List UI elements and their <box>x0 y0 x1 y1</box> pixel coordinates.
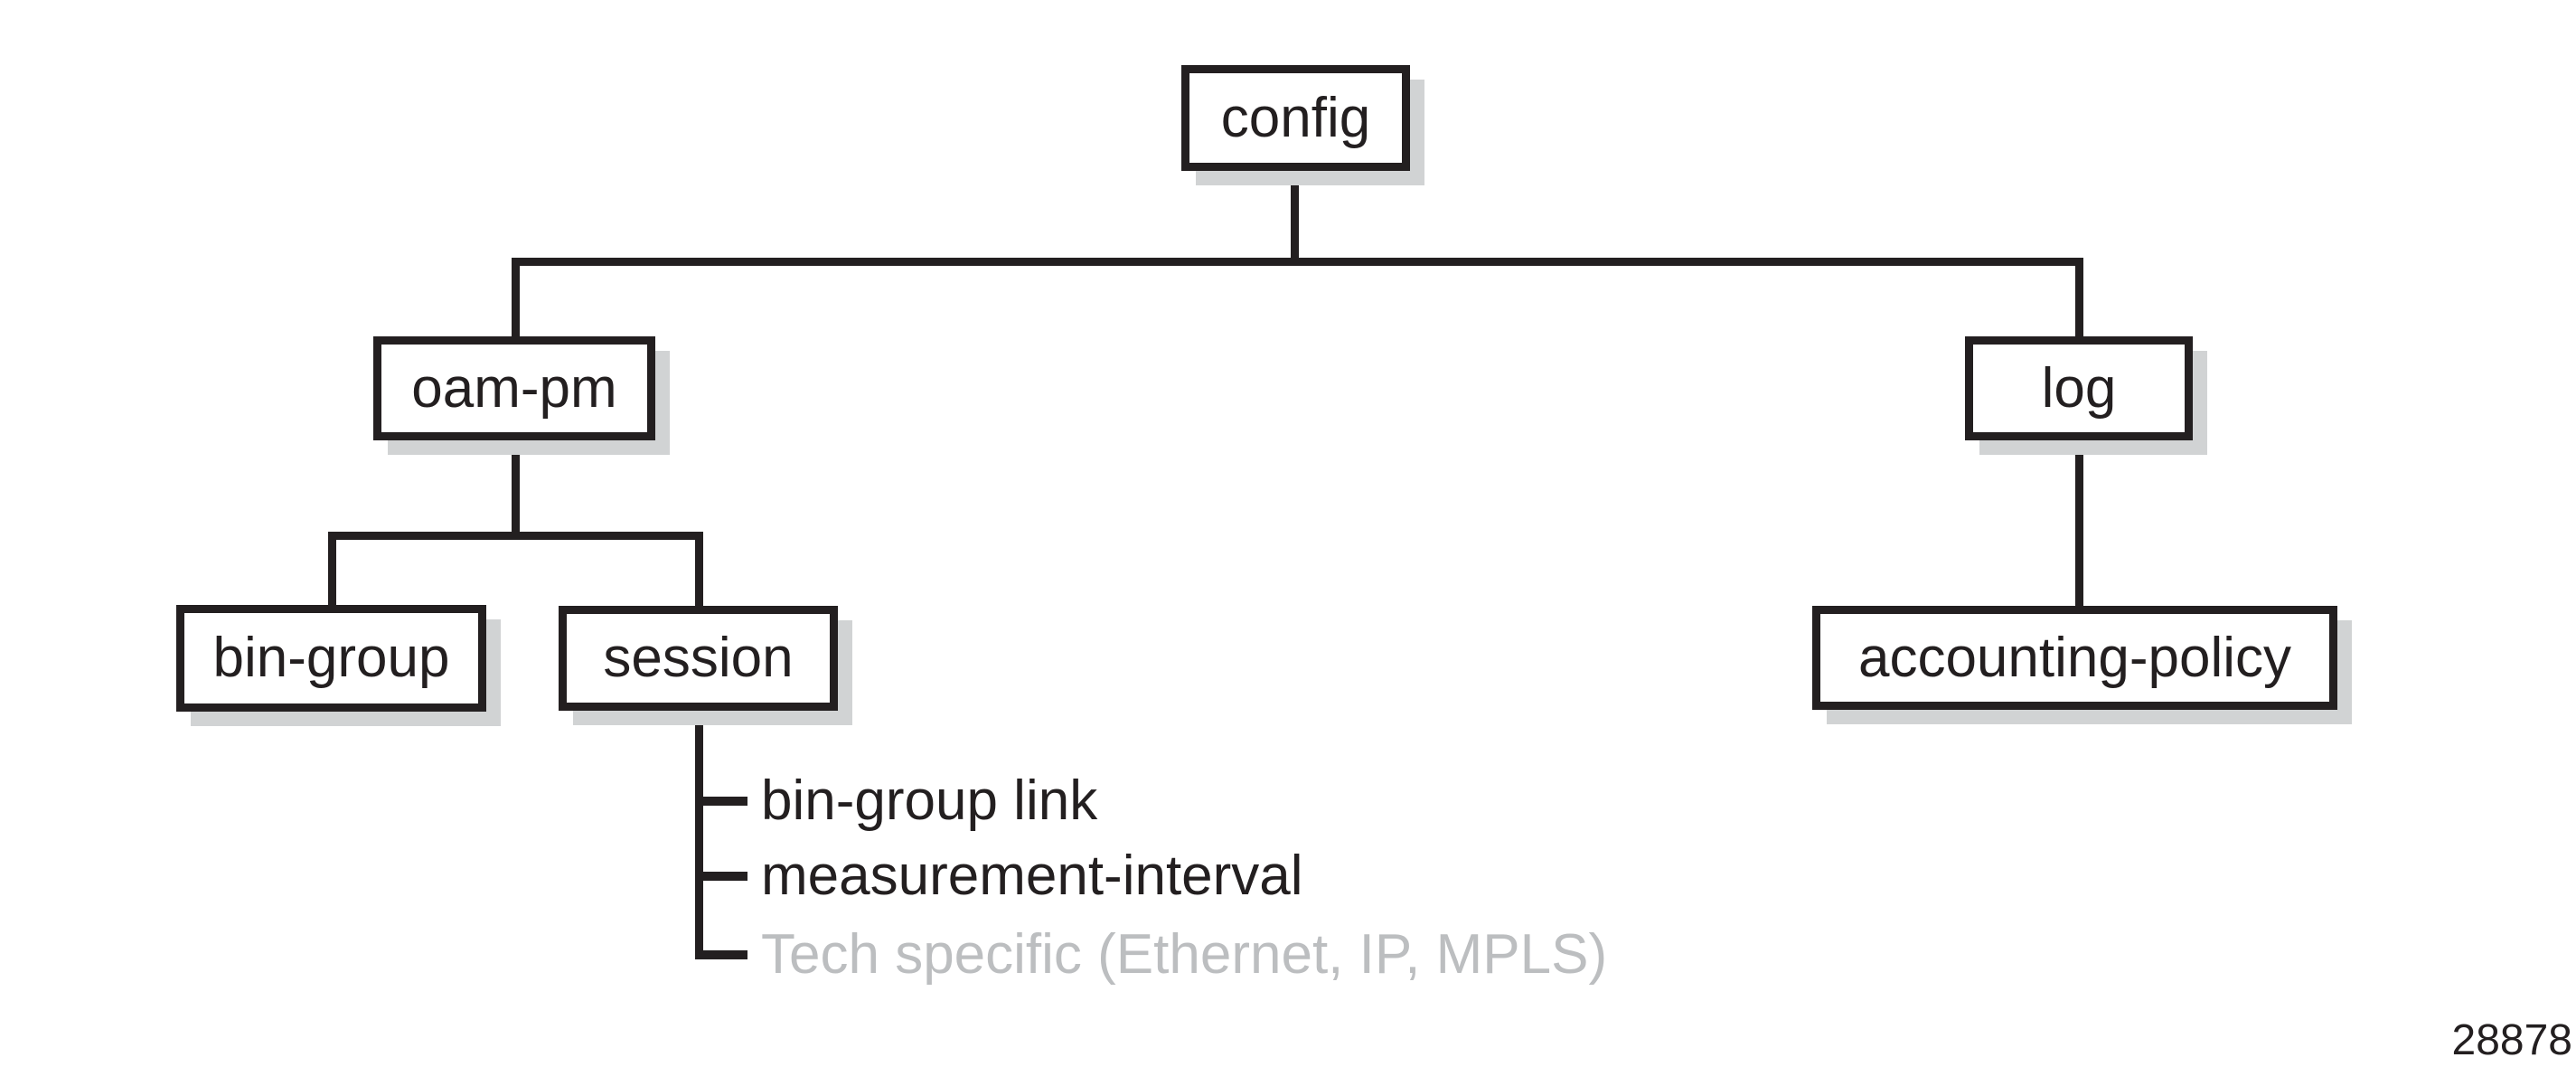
node-bin-group-label: bin-group <box>212 627 450 689</box>
tick-tech-specific <box>695 950 747 959</box>
connector-config-stem <box>1291 170 1299 262</box>
node-accounting-policy: accounting-policy <box>1812 606 2337 710</box>
connector-log-stem <box>2075 439 2083 608</box>
node-bin-group: bin-group <box>176 605 486 712</box>
tick-measurement-interval <box>695 872 747 881</box>
connector-oampm-stem <box>512 439 520 535</box>
connector-level2-horizontal <box>328 532 703 540</box>
node-session-label: session <box>603 627 794 689</box>
node-log-label: log <box>2041 356 2117 420</box>
session-item-bin-group-link: bin-group link <box>761 770 1098 832</box>
connector-session-items-stem <box>695 709 703 959</box>
node-config: config <box>1181 65 1410 171</box>
figure-number: 28878 <box>2451 1016 2572 1064</box>
node-config-label: config <box>1220 86 1371 149</box>
node-oam-pm-label: oam-pm <box>411 356 617 420</box>
connector-level1-horizontal <box>512 258 2083 266</box>
connector-log-drop <box>2075 262 2083 338</box>
node-oam-pm: oam-pm <box>373 336 655 440</box>
tick-bin-group-link <box>695 797 747 806</box>
connector-oampm-drop <box>512 262 520 338</box>
node-session: session <box>559 606 838 711</box>
node-accounting-policy-label: accounting-policy <box>1857 626 2292 689</box>
connector-session-drop <box>695 538 703 607</box>
session-item-measurement-interval: measurement-interval <box>761 845 1303 907</box>
session-item-tech-specific: Tech specific (Ethernet, IP, MPLS) <box>761 923 1608 986</box>
node-log: log <box>1965 336 2193 440</box>
connector-bingroup-drop <box>328 538 336 607</box>
